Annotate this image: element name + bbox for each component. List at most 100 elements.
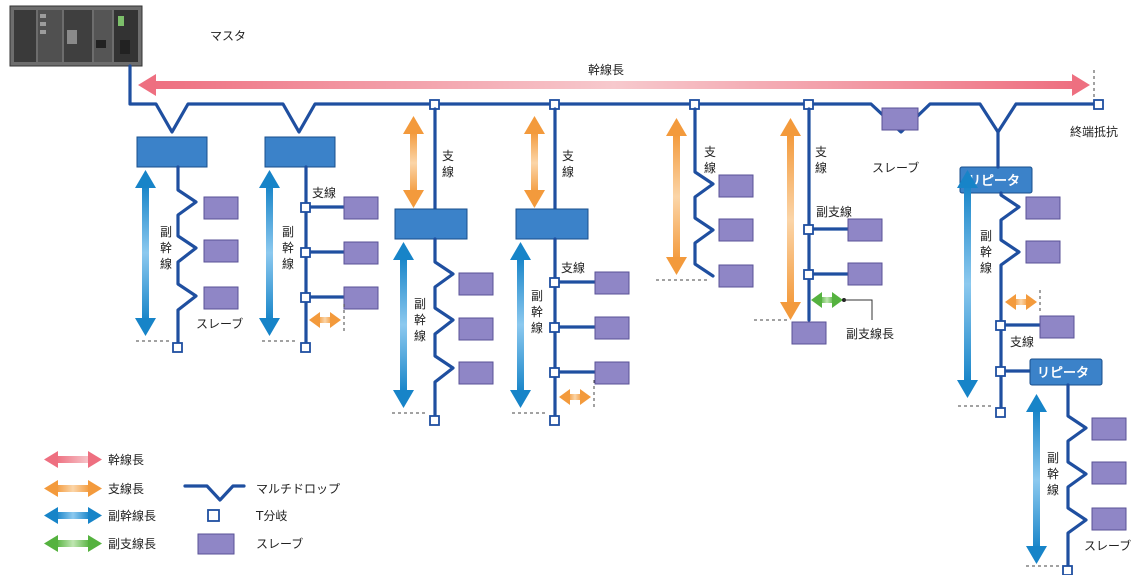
repeater-unit [1029,358,1103,386]
sub-trunk-label-1: 副 [980,229,992,243]
branch-line [693,107,715,278]
legend-multidrop-label: マルチドロップ [256,482,340,496]
branch-length-arrow [780,118,801,320]
sub-trunk-label-3: 線 [414,328,426,343]
slave-icon [203,239,239,263]
slave-icon [594,316,630,340]
legend-trunk-arrow [44,451,102,468]
sub-trunk-label-1: 副 [160,225,172,239]
t-branch-icon [300,292,311,303]
sub-trunk-line [176,165,198,347]
t-branch-icon [549,367,560,378]
t-branch-icon [429,415,440,426]
slave-icon [847,218,883,242]
t-branch-icon [300,342,311,353]
slave-icon [1039,315,1075,339]
t-branch-icon [172,342,183,353]
sub-trunk-unit [515,208,589,240]
slave-icon [458,317,494,341]
sub-trunk-unit [136,136,208,168]
multidrop-icon [183,484,246,502]
sub-trunk-length-arrow [1026,394,1047,564]
t-branch-icon [300,202,311,213]
t-branch-icon [995,407,1006,418]
slave-icon [594,361,630,385]
branch-length-arrow [309,312,341,328]
repeater-unit [959,166,1033,194]
sub-trunk-line [433,237,455,420]
slave-icon [343,286,379,310]
sub-trunk-length-arrow [957,170,978,398]
sub-trunk-label-2: 幹 [160,240,172,255]
branch-length-arrow [403,116,424,208]
legend-branch-arrow [44,480,102,497]
legend-branch-label: 支線長 [108,481,144,496]
t-branch-icon [995,366,1006,377]
t-branch-icon [300,247,311,258]
repeater-label: リピータ [1037,366,1089,381]
sub-branch-length-label: 副支線長 [846,326,894,341]
master-plc-icon [9,5,143,67]
sub-trunk-label-3: 線 [531,320,543,335]
slave-icon [343,241,379,265]
branch-label: 支線 [1010,334,1034,349]
slave-icon [1091,461,1127,485]
slave-icon [791,321,827,345]
slave-icon [881,107,919,131]
legend: 幹線長 支線長 副幹線長 副支線長 マルチドロップ T分岐 スレーブ [44,451,340,555]
slave-icon [1091,507,1127,531]
sub-branch-label: 副支線 [816,204,852,219]
t-branch-icon [803,269,814,280]
t-branch-icon [995,320,1006,331]
t-branch-icon [549,277,560,288]
branch-label-2: 線 [562,164,574,179]
slave-icon [1025,240,1061,264]
sub-trunk-label-2: 幹 [1047,466,1059,481]
t-branch-icon [1062,565,1073,575]
slave-icon [1091,417,1127,441]
sub-trunk-label-1: 副 [531,289,543,303]
slave-icon [458,361,494,385]
t-branch-icon [549,415,560,426]
slave-icon [594,271,630,295]
sub-trunk-label-3: 線 [282,256,294,271]
sub-trunk-length-arrow [510,242,531,408]
branch-length-arrow [1005,294,1037,310]
legend-slave-label: スレーブ [256,536,303,551]
branch-label-1: 支 [815,145,827,159]
sub-trunk-line [1066,383,1088,574]
legend-tbranch-label: T分岐 [255,509,287,523]
legend-subtrunk-label: 副幹線長 [108,508,156,523]
legend-trunk-label: 幹線長 [108,452,144,467]
branch-label-2: 線 [442,164,454,179]
legend-subtrunk-arrow [44,507,102,524]
t-branch-icon [803,224,814,235]
sub-trunk-label-2: 幹 [414,312,426,327]
sub-trunk-length-arrow [393,242,414,408]
trunk-length-label: 幹線長 [588,62,624,77]
branch-length-arrow [559,389,591,405]
sub-trunk-length-arrow [259,170,280,336]
legend-subbranch-arrow [44,535,102,552]
sub-trunk-label-3: 線 [980,260,992,275]
trunk-line [128,64,1098,134]
slave-icon [718,174,754,198]
sub-trunk-label-3: 線 [1047,482,1059,497]
slave-icon [718,218,754,242]
branch-length-arrow [524,116,545,208]
sub-trunk-length-arrow [135,170,156,336]
sub-branch-length-arrow [811,292,843,308]
slave-label: スレーブ [872,160,919,175]
slave-icon [203,286,239,310]
sub-trunk-label-1: 副 [414,297,426,311]
slave-icon [847,262,883,286]
sub-trunk-label-2: 幹 [531,304,543,319]
sub-trunk-label-2: 幹 [282,240,294,255]
branch-label-2: 線 [704,160,716,175]
slave-icon [1025,196,1061,220]
slave-icon [718,264,754,288]
t-branch-icon [549,322,560,333]
trunk-length-arrow [138,74,1090,96]
